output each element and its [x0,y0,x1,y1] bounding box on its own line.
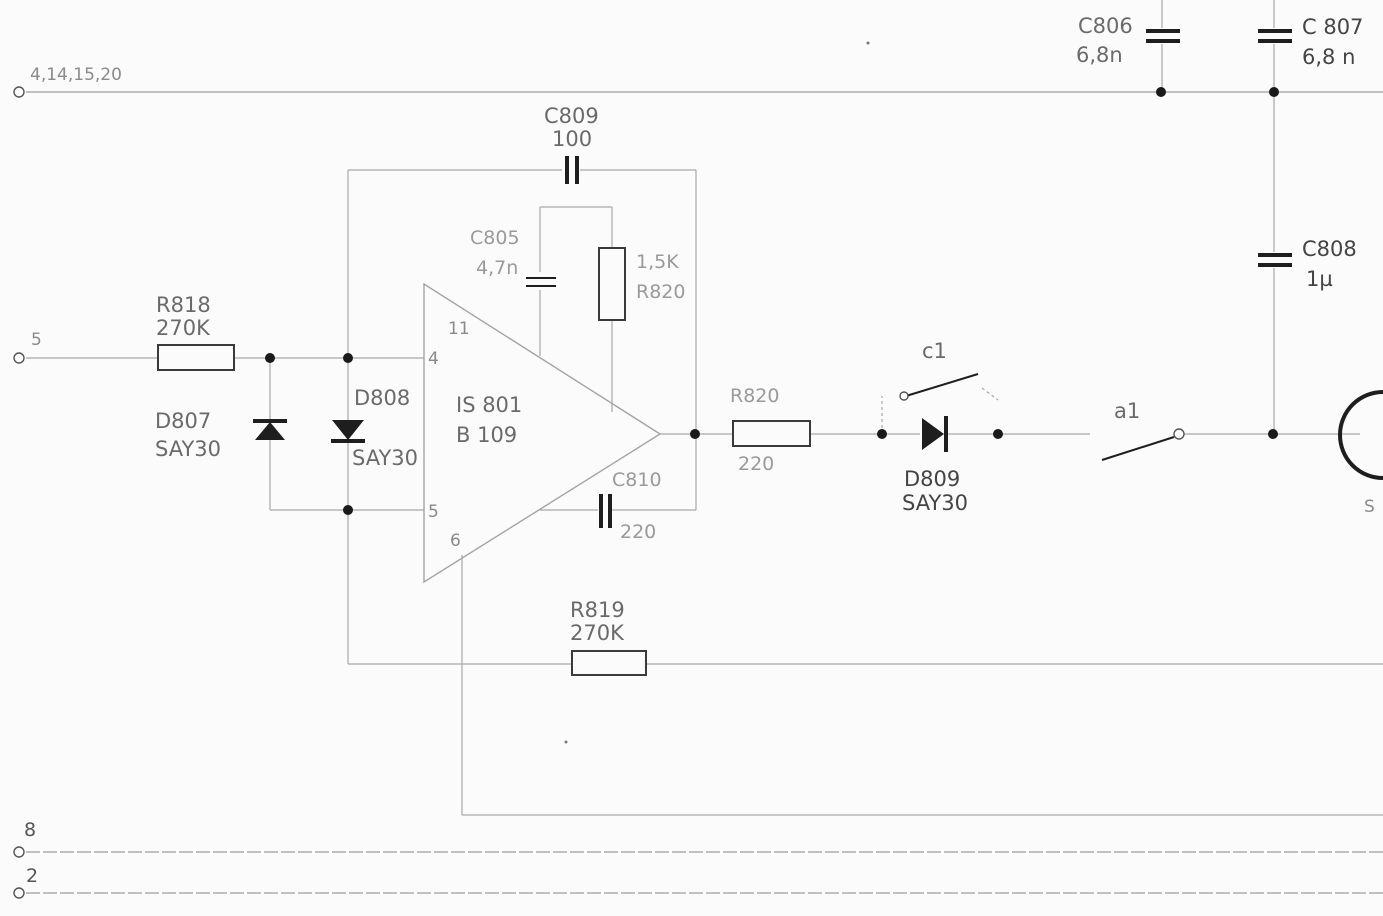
r820a-value: 1,5K [636,251,679,273]
d807-type: SAY30 [155,437,221,461]
terminals: 4,14,15,20 5 8 2 [13,65,122,899]
d808-name: D808 [354,386,410,410]
c807: C 807 6,8 n [1258,15,1363,69]
ic-pin-5: 5 [428,502,439,522]
c805-name: C805 [470,227,520,249]
junction-dot [877,429,887,439]
r820b-body [732,420,811,447]
r819-body [571,650,647,676]
c810: C810 220 [599,469,662,543]
r818-body [157,344,235,371]
c805-value: 4,7n [476,257,518,279]
r818: R818 270K [156,293,235,371]
c1-contact [905,373,979,397]
c809-name: C809 [544,104,599,128]
r819: R819 270K [570,598,647,676]
r820b-value: 220 [738,453,774,475]
c806-name: C806 [1078,14,1133,38]
d807-name: D807 [155,409,211,433]
ic-pin-6: 6 [450,531,461,551]
speaker-arc [1338,390,1383,480]
speaker-partial: S [1338,390,1383,517]
c810-value: 220 [620,521,656,543]
c807-name: C 807 [1302,15,1363,39]
ic-name: IS 801 [456,393,522,417]
c1-wire-right [981,387,999,401]
r818-name: R818 [156,293,211,317]
d807: D807 SAY30 [155,409,287,461]
d809-type: SAY30 [902,491,968,515]
junctions [265,87,1279,515]
ic-pin-11: 11 [448,319,470,339]
a1-pivot [1173,428,1185,440]
d809-triangle [922,418,944,450]
wiring [26,0,1383,894]
ic-pin-4: 4 [428,349,439,369]
c808: C808 1µ [1258,237,1357,291]
junction-dot [1156,87,1166,97]
terminal-2 [13,887,25,899]
a1-contact [1101,436,1175,461]
r819-name: R819 [570,598,625,622]
r820a-body [598,247,626,321]
d807-triangle [255,422,285,440]
junction-dot [1268,429,1278,439]
terminal-supply [13,86,25,98]
speck [564,740,568,744]
d808-triangle [332,420,364,440]
terminal-input [13,352,25,364]
r818-value: 270K [156,316,211,340]
ic-type: B 109 [456,423,517,447]
junction-dot [265,353,275,363]
c808-value: 1µ [1306,267,1333,291]
junction-dot [343,505,353,515]
c807-value: 6,8 n [1302,45,1355,69]
c809-value: 100 [552,127,592,151]
terminal-2-label: 2 [26,865,38,887]
terminal-input-label: 5 [31,330,42,350]
r820-output: R820 220 [730,385,811,475]
c1-pivot [899,391,909,401]
r820b-name: R820 [730,385,779,407]
a1-name: a1 [1114,399,1140,423]
c809: C809 100 [544,104,599,184]
switch-c1: c1 [899,339,979,401]
c1-name: c1 [922,339,947,363]
d808-type: SAY30 [352,446,418,470]
junction-dot [690,429,700,439]
c810-name: C810 [612,469,662,491]
terminal-8 [13,846,25,858]
speaker-label: S [1364,497,1375,517]
c806: C806 6,8n [1076,14,1180,67]
r819-value: 270K [570,621,625,645]
c805: C805 4,7n [470,227,556,287]
d809: D809 SAY30 [902,416,968,515]
ic-is801: IS 801 B 109 11 4 5 6 [423,282,662,584]
switch-a1: a1 [1101,399,1185,461]
d809-name: D809 [904,467,960,491]
terminal-8-label: 8 [24,819,36,841]
opamp-triangle [423,282,662,584]
junction-dot [343,353,353,363]
terminal-supply-label: 4,14,15,20 [30,65,122,85]
r820-feedback: 1,5K R820 [598,247,685,321]
d808: D808 SAY30 [331,386,418,470]
junction-dot [993,429,1003,439]
r820a-name: R820 [636,281,685,303]
c806-value: 6,8n [1076,43,1123,67]
c808-name: C808 [1302,237,1357,261]
speck [866,41,870,45]
junction-dot [1269,87,1279,97]
